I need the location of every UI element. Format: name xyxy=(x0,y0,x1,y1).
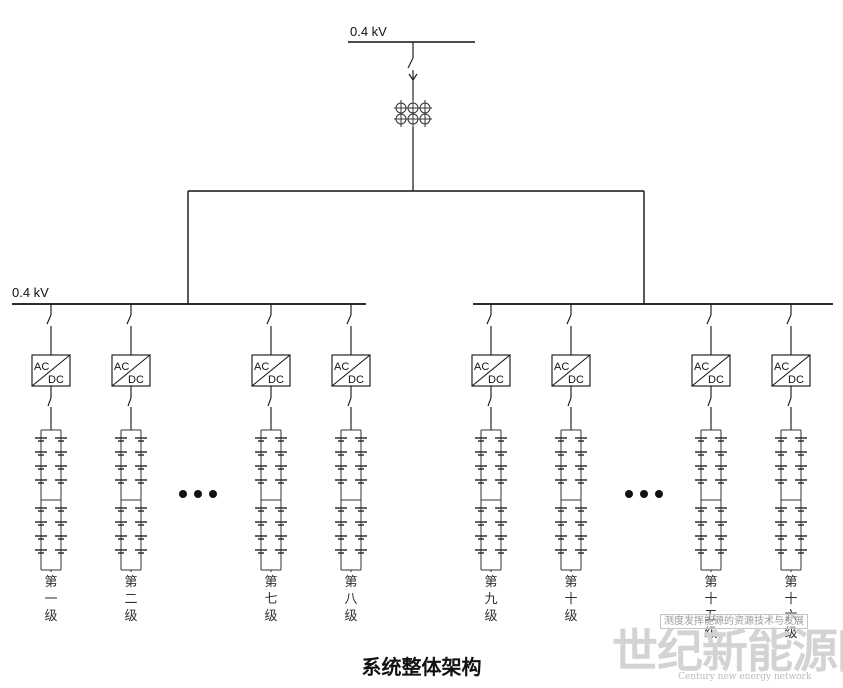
dc-label: DC xyxy=(348,374,364,386)
battery-rack xyxy=(775,429,807,572)
stage-label-char: 第 xyxy=(344,575,358,590)
diagram-caption: 系统整体架构 xyxy=(361,655,482,679)
battery-rack xyxy=(555,429,587,572)
ellipsis-right xyxy=(625,490,663,498)
ac-label: AC xyxy=(334,361,349,373)
stage-label-char: 级 xyxy=(264,609,278,624)
stage-label-char: 第 xyxy=(784,575,798,590)
stage-label-char: 十 xyxy=(704,592,718,607)
battery-rack xyxy=(695,429,727,572)
stage-label: 第十级 xyxy=(559,574,583,625)
ellipsis-left xyxy=(179,490,217,498)
ac-label: AC xyxy=(34,361,49,373)
dc-label: DC xyxy=(488,374,504,386)
stage-label-char: 级 xyxy=(44,609,58,624)
dc-label: DC xyxy=(568,374,584,386)
stage-label-char: 级 xyxy=(344,609,358,624)
stage-label-char: 级 xyxy=(564,609,578,624)
main-switch-icon xyxy=(407,42,418,100)
current-transformer-icon xyxy=(394,100,432,127)
dc-label: DC xyxy=(48,374,64,386)
stage-label-char: 第 xyxy=(44,575,58,590)
stage-label-char: 级 xyxy=(484,609,498,624)
ac-label: AC xyxy=(114,361,129,373)
stage-label-char: 级 xyxy=(704,626,718,641)
stage-label: 第二级 xyxy=(119,574,143,625)
stage-label-char: 二 xyxy=(124,592,138,607)
stage-label: 第一级 xyxy=(39,574,63,625)
stage-label: 第十六级 xyxy=(779,574,803,642)
stage-label-char: 第 xyxy=(704,575,718,590)
stage-label: 第八级 xyxy=(339,574,363,625)
watermark-small-text: 测度发挥能源的资源技术与发展 xyxy=(660,614,808,629)
ac-label: AC xyxy=(474,361,489,373)
stage-label: 第七级 xyxy=(259,574,283,625)
stage-label: 第九级 xyxy=(479,574,503,625)
top-bus-voltage-label: 0.4 kV xyxy=(350,24,387,39)
watermark-logo-chinese: 世纪新能源网 xyxy=(612,624,843,678)
stage-label-char: 级 xyxy=(784,626,798,641)
stage-label-char: 六 xyxy=(784,609,798,624)
watermark-logo-english: Century new energy network xyxy=(678,672,812,682)
dc-label: DC xyxy=(788,374,804,386)
lower-bus-voltage-label: 0.4 kV xyxy=(12,285,49,300)
battery-rack xyxy=(255,429,287,572)
battery-rack xyxy=(475,429,507,572)
stage-label-char: 八 xyxy=(344,592,358,607)
stage-label-char: 第 xyxy=(124,575,138,590)
ac-label: AC xyxy=(774,361,789,373)
battery-rack xyxy=(335,429,367,572)
stage-label-char: 第 xyxy=(264,575,278,590)
dc-label: DC xyxy=(708,374,724,386)
battery-rack xyxy=(35,429,67,572)
stage-label-char: 级 xyxy=(124,609,138,624)
stage-label-char: 五 xyxy=(704,609,718,624)
stage-label-char: 第 xyxy=(564,575,578,590)
stage-label-char: 七 xyxy=(264,592,278,607)
stage-label-char: 十 xyxy=(564,592,578,607)
dc-label: DC xyxy=(128,374,144,386)
stage-label-char: 十 xyxy=(784,592,798,607)
stage-label: 第十五级 xyxy=(699,574,723,642)
ac-label: AC xyxy=(554,361,569,373)
stage-label-char: 一 xyxy=(44,592,58,607)
stage-label-char: 第 xyxy=(484,575,498,590)
ac-label: AC xyxy=(254,361,269,373)
battery-rack xyxy=(115,429,147,572)
stage-label-char: 九 xyxy=(484,592,498,607)
dc-label: DC xyxy=(268,374,284,386)
ac-label: AC xyxy=(694,361,709,373)
